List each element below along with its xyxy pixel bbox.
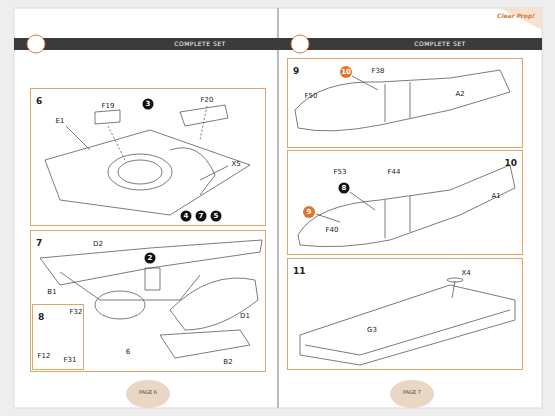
callout-number: 8 <box>339 183 350 194</box>
part-label: F50 <box>305 93 318 100</box>
floor-ring <box>108 154 172 190</box>
part-label: F19 <box>102 103 115 110</box>
step-panel: 9 <box>287 58 523 148</box>
step-number: 10 <box>499 155 522 171</box>
page-number: PAGE 6 <box>139 390 157 395</box>
part-label: E1 <box>56 118 65 125</box>
part-label: F12 <box>38 353 51 360</box>
bulkhead <box>170 148 215 195</box>
part-label: F53 <box>334 169 347 176</box>
part-label: X4 <box>461 270 470 277</box>
leader <box>350 192 375 210</box>
frame <box>410 196 411 232</box>
logo-text: Clear Prop! <box>497 13 535 19</box>
step-number: 8 <box>33 309 49 325</box>
header-bar <box>278 38 542 50</box>
callout-number: 5 <box>211 211 222 222</box>
wing-center <box>60 272 200 300</box>
step-number: 7 <box>31 235 47 251</box>
step-panel: 78 <box>30 230 266 372</box>
frame <box>410 82 411 118</box>
floor-part <box>45 130 250 215</box>
page-tab <box>390 380 434 408</box>
step-panel: 11 <box>287 258 523 370</box>
leader <box>108 126 125 160</box>
logo-mark <box>291 35 309 53</box>
spine <box>277 8 279 408</box>
callout-number: 3 <box>143 99 154 110</box>
floor-g3 <box>300 285 515 365</box>
step-number: 6 <box>31 93 47 109</box>
header-text: COMPLETE SET <box>174 41 225 47</box>
control-stick <box>452 281 455 298</box>
part-label: F40 <box>326 227 339 234</box>
part-label: A1 <box>491 193 500 200</box>
part-label: G3 <box>367 327 377 334</box>
leader <box>316 214 340 222</box>
fuselage-a2 <box>295 70 510 131</box>
part-label: F31 <box>64 357 77 364</box>
part-label: F32 <box>70 309 83 316</box>
part-label: F44 <box>388 169 401 176</box>
header-text: COMPLETE SET <box>414 41 465 47</box>
part-label: A2 <box>455 91 464 98</box>
step-number: 11 <box>288 263 311 279</box>
part-label: D2 <box>93 241 103 248</box>
floor-edge <box>305 310 510 355</box>
part-label: D1 <box>240 313 250 320</box>
part-label: F20 <box>201 97 214 104</box>
page-number: PAGE 7 <box>403 390 421 395</box>
callout-number: 7 <box>196 211 207 222</box>
stick-grip <box>447 278 463 282</box>
leader <box>352 76 378 90</box>
logo-mark <box>27 35 45 53</box>
frame <box>385 200 386 238</box>
part-label: B2 <box>223 359 232 366</box>
leader <box>200 166 228 180</box>
corner-logo <box>500 8 542 30</box>
left-page <box>14 8 278 408</box>
part-label: X5 <box>231 161 240 168</box>
wing-bottom <box>160 330 250 358</box>
callout-number: 4 <box>181 211 192 222</box>
seat <box>145 268 160 290</box>
step-number: 9 <box>288 63 304 79</box>
fuselage-a1 <box>298 165 515 247</box>
step-panel: 10 <box>287 150 523 255</box>
callout-number: 9 <box>303 206 315 218</box>
part-label: 6 <box>126 349 130 356</box>
part-label: B1 <box>47 289 56 296</box>
part-label: F38 <box>372 68 385 75</box>
floor-ring <box>95 291 145 319</box>
floor-ring <box>118 160 162 184</box>
callout-number: 2 <box>145 253 156 264</box>
callout-number: 10 <box>340 66 352 78</box>
leader <box>200 106 207 140</box>
header-bar <box>14 38 278 50</box>
leader <box>66 126 90 150</box>
pedal <box>95 110 120 124</box>
fuselage-half <box>170 278 258 330</box>
right-page <box>278 8 542 408</box>
seat-back <box>180 105 228 126</box>
frame <box>385 84 386 122</box>
page-tab <box>126 380 170 408</box>
